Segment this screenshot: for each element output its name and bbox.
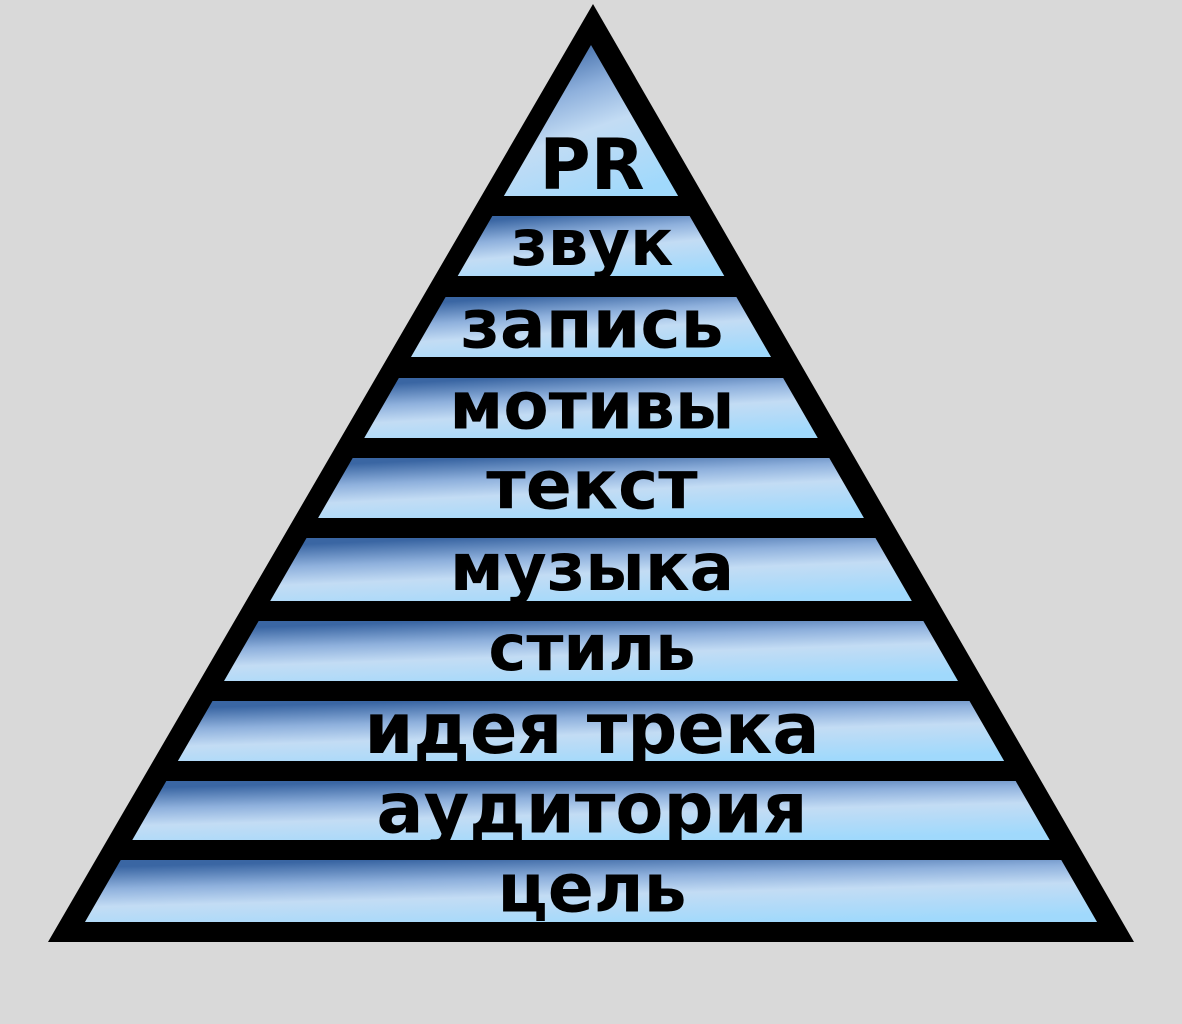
pyramid-level-label: аудитория — [376, 768, 807, 850]
pyramid-level-band — [364, 378, 818, 438]
pyramid-level-band — [503, 45, 679, 196]
pyramid-level-label: PR — [539, 124, 644, 206]
pyramid-level-label: идея трека — [364, 688, 819, 770]
pyramid-level-label: звук — [511, 207, 674, 281]
pyramid-level-band — [270, 538, 912, 601]
pyramid-level-band — [224, 621, 958, 681]
pyramid-level-band — [318, 458, 864, 518]
pyramid-level-band — [84, 860, 1098, 922]
pyramid-bands — [84, 45, 1098, 922]
pyramid-level-band — [410, 297, 772, 357]
pyramid-level-label: цель — [497, 850, 686, 929]
pyramid-level-label: запись — [460, 286, 723, 365]
pyramid-level-band — [132, 781, 1050, 840]
pyramid-level-label: стиль — [488, 612, 695, 686]
pyramid-level-band — [177, 701, 1005, 761]
pyramid-level-label: мотивы — [449, 368, 734, 445]
pyramid-level-label: текст — [486, 447, 698, 526]
pyramid-level-label: музыка — [450, 529, 734, 606]
pyramid-level-band — [457, 216, 725, 276]
